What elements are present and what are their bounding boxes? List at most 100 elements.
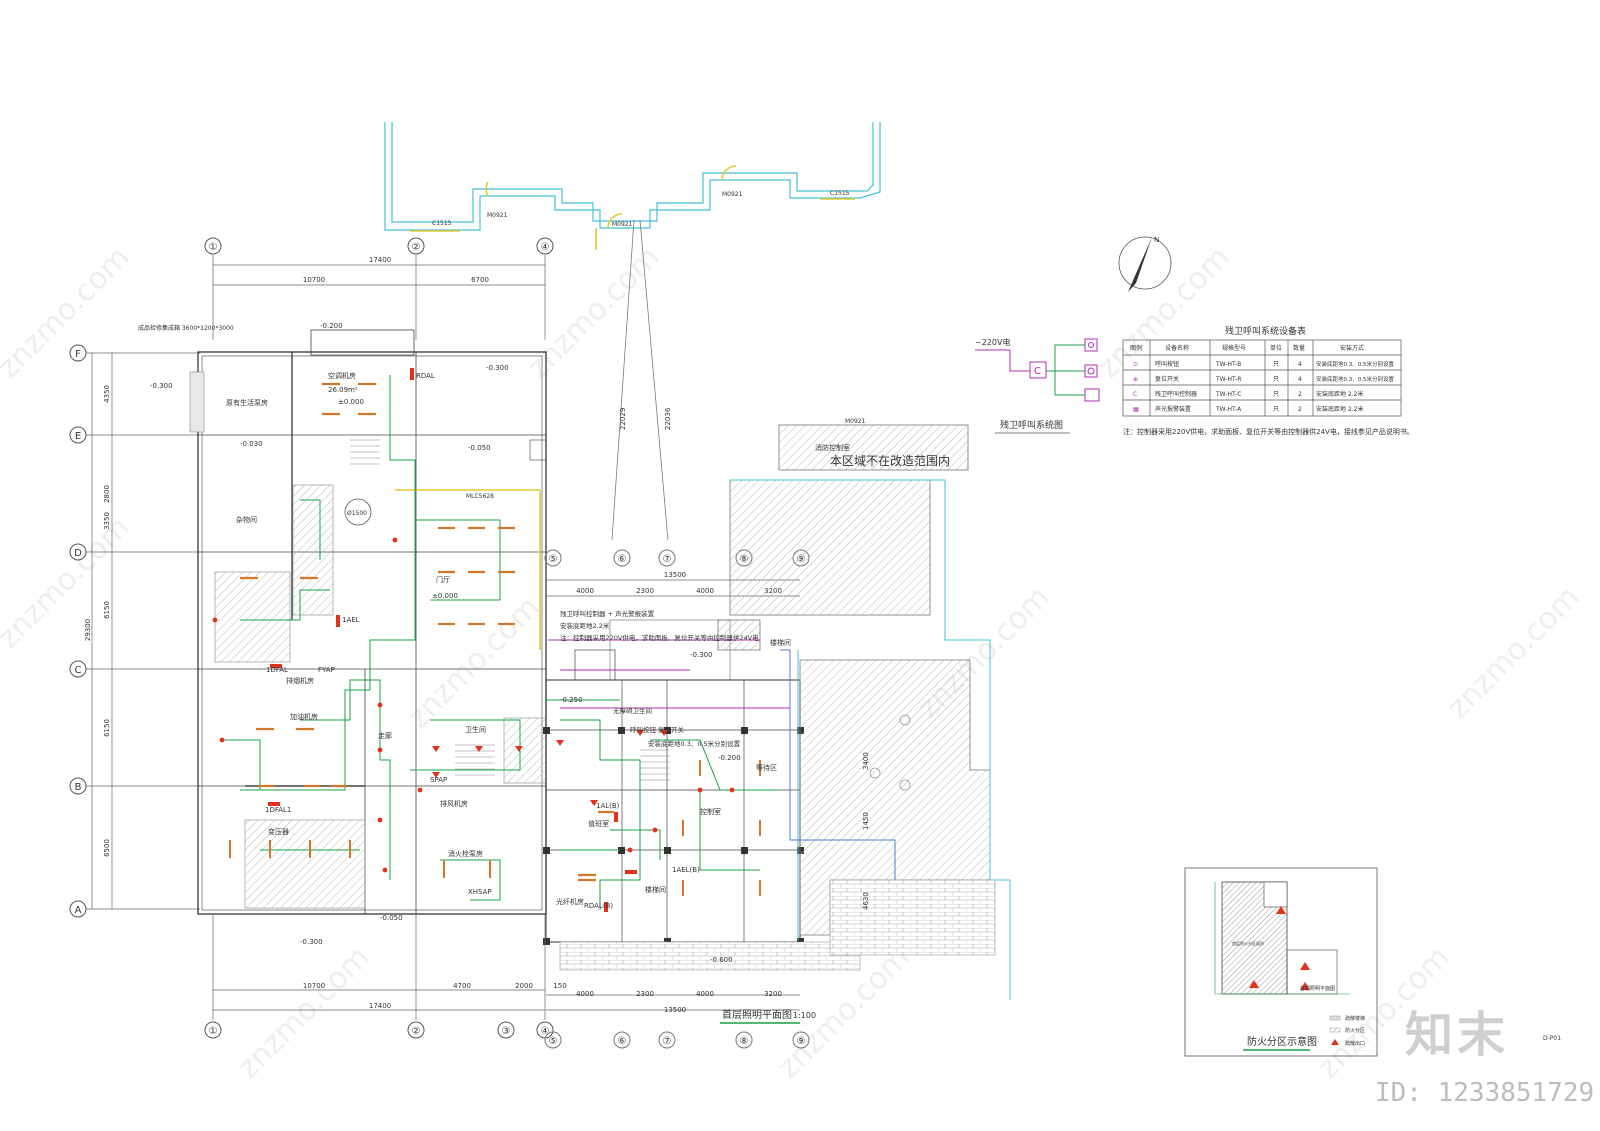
panel-spap: SPAP bbox=[430, 776, 447, 784]
dim-bottomr-e: 150 bbox=[553, 982, 566, 990]
room-control: 控制室 bbox=[700, 807, 721, 816]
door-label-m0921-b: M0921 bbox=[612, 221, 633, 228]
panel-xhsap: XHSAP bbox=[468, 888, 492, 896]
window-label: MLC5628 bbox=[466, 493, 494, 500]
dim-bottomr-c: 4000 bbox=[696, 990, 714, 998]
dim-left-total: 29300 bbox=[84, 619, 92, 641]
dim-mid-a: 4000 bbox=[576, 587, 594, 595]
level-11: -0.300 bbox=[300, 938, 323, 946]
riser-lines bbox=[611, 219, 669, 541]
panel-1dfal: 1DFAL bbox=[266, 666, 288, 674]
side-dim-2: 1450 bbox=[862, 812, 870, 830]
grid-row-c: C bbox=[75, 665, 82, 676]
dim-mid-total: 13500 bbox=[664, 571, 686, 579]
bell-reset: 复位开关 bbox=[658, 725, 685, 734]
riser-dims: 22029 22036 bbox=[619, 407, 672, 430]
brick-paving bbox=[559, 941, 861, 971]
fire-zone-inner-label: 首层防火分区面积 bbox=[1232, 940, 1264, 946]
table-note: 注：控制器采用220V供电，求助面板、复位开关等由控制器供24V电，接线参见产品… bbox=[1123, 427, 1414, 436]
watermark-2: znzmo.com bbox=[521, 240, 667, 386]
watermark-4: znzmo.com bbox=[0, 510, 137, 656]
round-window bbox=[344, 498, 372, 526]
table-r3-c1: 声光报警装置 bbox=[1155, 405, 1191, 413]
dims-top: 17400 10700 6700 bbox=[303, 256, 489, 284]
callout-notes: 残卫呼叫控制器 + 声光警报装置 安装底距地2.2米 注：控制器采用220V供电… bbox=[560, 609, 759, 748]
dim-bottom-c: 2000 bbox=[515, 982, 533, 990]
north-label: N bbox=[1154, 236, 1159, 244]
dim-bottom-a: 10700 bbox=[303, 982, 325, 990]
room-wc: 卫生间 bbox=[465, 725, 486, 734]
fire-zone-title: 防火分区示意图 bbox=[1247, 1035, 1317, 1048]
grid-row-f: F bbox=[75, 349, 81, 360]
table-r0-c5: 安装底距地0.3、0.5米分别设置 bbox=[1316, 360, 1394, 368]
dim-left-r6: 6500 bbox=[103, 839, 111, 857]
fire-legend-2: 防火分区 bbox=[1345, 1027, 1365, 1034]
watermark-7: znzmo.com bbox=[1441, 580, 1587, 726]
level-3: -0.030 bbox=[240, 440, 263, 448]
panel-rdal: RDAL bbox=[416, 372, 435, 380]
dims-left: 29300 4350 2800 3350 6150 6150 6500 bbox=[84, 385, 111, 857]
non-scope-area bbox=[717, 424, 991, 936]
red-markers bbox=[212, 368, 735, 912]
level-7: -0.200 bbox=[718, 754, 741, 762]
room-duty: 值班室 bbox=[588, 819, 609, 828]
panel-rdal-b: RDAL(B) bbox=[584, 902, 613, 910]
table-r2-c2: TW-HT-C bbox=[1215, 391, 1242, 398]
dims-bottom-lines bbox=[212, 915, 800, 1020]
watermark-5: znzmo.com bbox=[401, 590, 547, 736]
table-r1-c4: 4 bbox=[1298, 376, 1302, 383]
controller-symbol: C bbox=[1034, 366, 1041, 377]
fire-legend-1: 疏散楼梯 bbox=[1345, 1015, 1365, 1022]
stairs bbox=[350, 439, 670, 781]
grid-row-e: E bbox=[75, 431, 81, 442]
table-r1-c5: 安装底距地0.3、0.5米分别设置 bbox=[1316, 375, 1394, 383]
table-r3-c5: 安装底距地 2.2米 bbox=[1316, 405, 1363, 413]
top-door-labels: C1515 M0921 M0921 M0921 C1515 bbox=[432, 190, 850, 228]
room-exhaust-fan: 排风机房 bbox=[440, 799, 468, 808]
grid-col-2-bottom: ② bbox=[412, 1026, 421, 1037]
table-r2-c0: C bbox=[1133, 391, 1137, 398]
panel-labels: 1DFAL 1DFAL1 1AEL RDAL 1AL(B) 1AEL(B) RD… bbox=[265, 372, 700, 910]
level-9: -0.050 bbox=[380, 914, 403, 922]
level-10: -0.600 bbox=[710, 956, 733, 964]
panel-1ael-b: 1AEL(B) bbox=[672, 866, 700, 874]
grid-col-7-bottom: ⑦ bbox=[663, 1036, 672, 1047]
grid-row-a: A bbox=[75, 905, 82, 916]
room-fire-pump: 消火栓泵房 bbox=[448, 849, 483, 858]
table-r1-c0: ⊕ bbox=[1133, 376, 1138, 383]
panel-fyap: FYAP bbox=[318, 666, 335, 674]
round-window-label: Ø1500 bbox=[347, 510, 367, 517]
door-label-m0921-c: M0921 bbox=[722, 191, 743, 198]
riser-dim-1: 22029 bbox=[619, 408, 627, 430]
area-level: ±0.000 bbox=[338, 398, 364, 406]
lobby-level: ±0.000 bbox=[432, 592, 458, 600]
table-h3: 单位 bbox=[1270, 344, 1282, 352]
dim-left-r4: 6150 bbox=[103, 601, 111, 619]
grid-mid-6: ⑥ bbox=[618, 554, 627, 565]
sheet-code: D-P01 bbox=[1543, 1035, 1561, 1042]
dim-left-r1: 4350 bbox=[103, 385, 111, 403]
room-labels: 原有生活泵房 空调机房 26.09m² ±0.000 杂物间 门厅 ±0.000… bbox=[226, 371, 791, 906]
dim-bottom-b: 4700 bbox=[453, 982, 471, 990]
panel-1dfal1: 1DFAL1 bbox=[265, 806, 291, 814]
panel-1al-b: 1AL(B) bbox=[596, 802, 620, 810]
system-diagram: ~220V电 C 残卫呼叫系统图 bbox=[975, 337, 1100, 434]
table-h1: 设备名称 bbox=[1165, 344, 1189, 352]
blue-lines bbox=[780, 649, 896, 880]
dims-bottom: 10700 4700 2000 17400 150 4000 2300 4000… bbox=[303, 982, 782, 1014]
grid-row-b: B bbox=[75, 782, 82, 793]
grid-col-5-bottom: ⑤ bbox=[549, 1036, 558, 1047]
table-r0-c2: TW-HT-B bbox=[1215, 361, 1241, 368]
dims-top-lines bbox=[212, 255, 546, 340]
fire-zone-inset: 首层防火分区面积 首层照明平面图 疏散楼梯 防火分区 疏散出口 防火分区示意图 bbox=[1184, 867, 1378, 1057]
dim-bottomr-a: 4000 bbox=[576, 990, 594, 998]
grid-col-6-bottom: ⑥ bbox=[618, 1036, 627, 1047]
table-r2-c3: 只 bbox=[1273, 391, 1279, 398]
dim-left-r3: 3350 bbox=[103, 512, 111, 530]
dim-bottom-total: 17400 bbox=[369, 1002, 391, 1010]
outside-scope-door: M0921 bbox=[845, 418, 866, 425]
table-r2-c4: 2 bbox=[1298, 391, 1302, 398]
plan-scale: 1:100 bbox=[793, 1011, 816, 1020]
fire-zone-sub-label: 首层照明平面图 bbox=[1300, 985, 1335, 992]
